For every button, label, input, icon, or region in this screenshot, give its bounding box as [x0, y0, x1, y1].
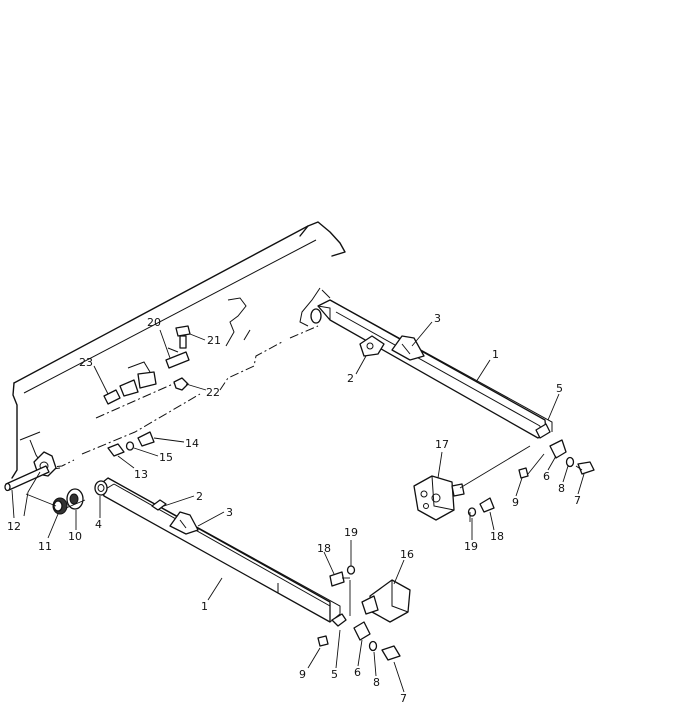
callout-4: 4 [95, 518, 102, 531]
washer-8-upper [565, 456, 575, 468]
callout-1-lower-arm: 1 [201, 600, 208, 613]
callout-11: 11 [38, 540, 52, 553]
callout-2-upper: 2 [347, 372, 354, 385]
washer-15 [125, 441, 135, 451]
nut-9-lower [317, 635, 329, 647]
blade [11, 221, 346, 479]
callout-5-upper: 5 [556, 382, 563, 395]
pin-20 [165, 351, 190, 369]
callout-1-upper-arm: 1 [492, 348, 499, 361]
callout-19-upper: 19 [464, 540, 478, 553]
callout-21: 21 [207, 334, 221, 347]
callout-19-lower: 19 [344, 526, 358, 539]
callout-14: 14 [185, 437, 199, 450]
hinge-pin [4, 465, 50, 492]
callout-17: 17 [435, 438, 449, 451]
bracket-13 [107, 443, 125, 457]
callout-13: 13 [134, 468, 148, 481]
bolt-18-upper [479, 497, 495, 513]
callout-2-lower: 2 [196, 490, 203, 503]
bolt-18-lower [329, 571, 345, 587]
push-arm-right [310, 299, 553, 439]
callout-6-lower: 6 [354, 666, 361, 679]
callout-9-upper: 9 [512, 496, 519, 509]
callout-12: 12 [7, 520, 21, 533]
bolt-21 [175, 325, 191, 349]
push-arm-left [94, 477, 347, 627]
bolt-14 [137, 431, 155, 447]
callout-18-lower: 18 [317, 542, 331, 555]
callout-10: 10 [68, 530, 82, 543]
callout-22: 22 [206, 386, 220, 399]
callout-3-upper: 3 [434, 312, 441, 325]
callout-18-upper: 18 [490, 530, 504, 543]
washer-19-lower [346, 565, 356, 575]
callout-23: 23 [79, 356, 93, 369]
mount-17 [413, 475, 465, 521]
mount-16 [361, 579, 411, 623]
callout-3-lower: 3 [226, 506, 233, 519]
cap-10 [66, 488, 84, 510]
callout-8-upper: 8 [558, 482, 565, 495]
callout-7-lower: 7 [400, 692, 407, 702]
cap-11 [52, 497, 68, 515]
callout-6-upper: 6 [543, 470, 550, 483]
cap-6-upper [549, 439, 567, 459]
bolt-7-lower [381, 645, 401, 661]
callout-5-lower: 5 [331, 668, 338, 681]
nut-9-upper [518, 467, 529, 479]
callout-7-upper: 7 [574, 494, 581, 507]
fitting-23 [103, 371, 157, 405]
callout-9-lower: 9 [299, 668, 306, 681]
cap-6-lower [353, 621, 371, 641]
callout-20: 20 [147, 316, 161, 329]
callout-15: 15 [159, 451, 173, 464]
washer-8-lower [368, 640, 378, 652]
bolt-7-upper [575, 461, 595, 475]
callout-8-lower: 8 [373, 676, 380, 689]
callouts: 1 2 3 5 6 8 7 9 17 18 19 20 21 22 23 14 … [7, 312, 581, 702]
callout-16: 16 [400, 548, 414, 561]
nut-22 [173, 377, 189, 391]
